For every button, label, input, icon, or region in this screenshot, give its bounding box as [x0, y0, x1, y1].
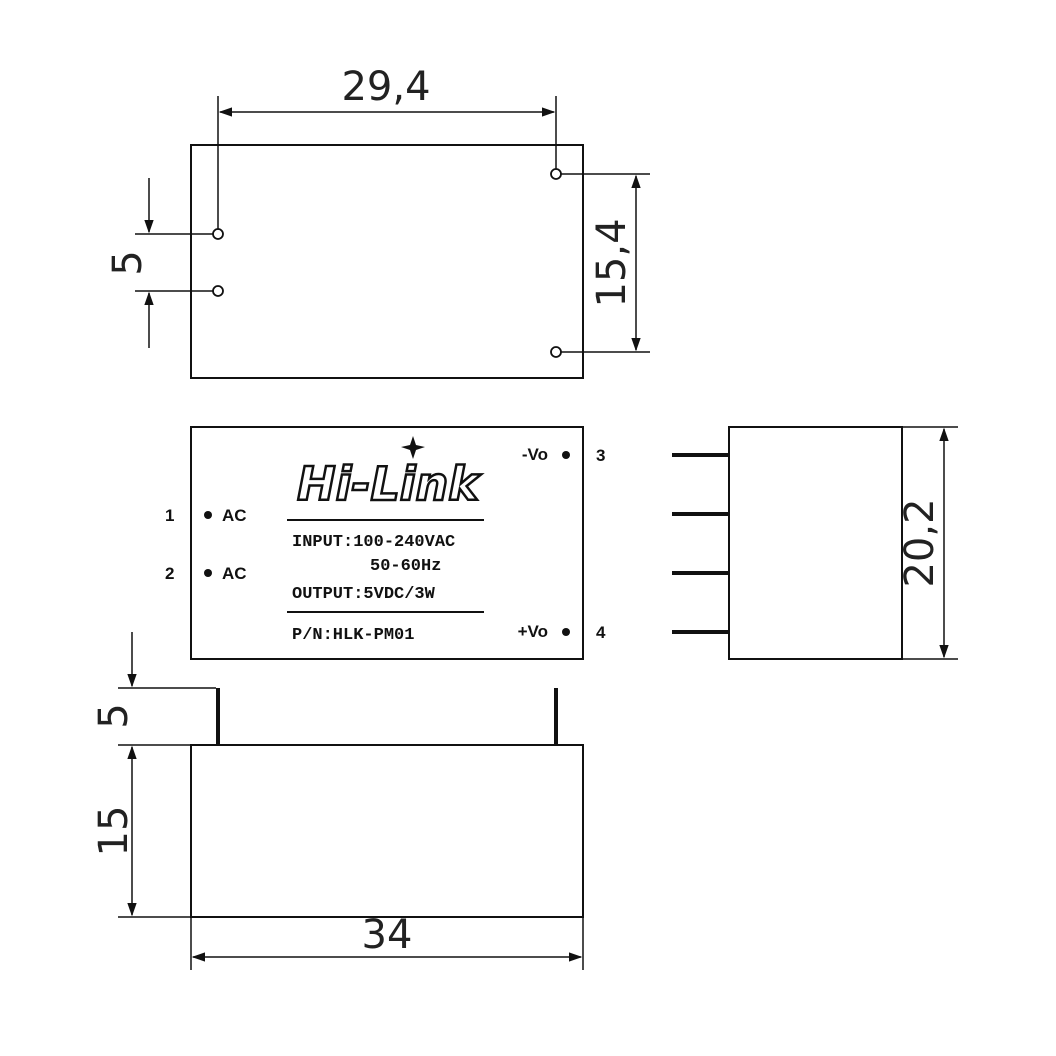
- output-spec-text: OUTPUT:5VDC/3W: [292, 585, 436, 604]
- pin-hole-4: [550, 346, 562, 358]
- dimension-body-length: 34: [190, 912, 584, 970]
- dimension-pin-length-label: 5: [91, 703, 137, 728]
- logo-star-icon: [401, 436, 425, 459]
- pin-marker-2: [204, 569, 212, 577]
- dimension-body-height-label: 15: [91, 806, 137, 857]
- front-view: Hi-Link INPUT:100-240VAC 50-60Hz OUTPUT:…: [165, 426, 606, 660]
- pin-label-1: AC: [222, 506, 247, 525]
- frequency-spec-text: 50-60Hz: [370, 557, 441, 576]
- dimension-body-length-label: 34: [362, 912, 413, 958]
- dimension-side-height-label: 20,2: [897, 498, 943, 587]
- dimension-right-pin-spacing-label: 15,4: [589, 218, 635, 307]
- input-spec-text: INPUT:100-240VAC: [292, 533, 455, 552]
- dimension-side-height: 20,2: [897, 426, 958, 660]
- pin-label-3: -Vo: [522, 445, 548, 464]
- front-view-outline: [190, 426, 584, 660]
- pin-number-2: 2: [165, 564, 174, 583]
- pin-hole-2: [212, 285, 224, 297]
- bottom-view-outline: [190, 744, 584, 918]
- dimension-body-height: 15: [91, 745, 191, 918]
- pin-number-3: 3: [596, 446, 605, 465]
- pin-label-2: AC: [222, 564, 247, 583]
- pin-number-4: 4: [596, 623, 606, 642]
- dimension-right-pin-spacing: 15,4: [561, 173, 650, 353]
- pin-hole-1: [212, 228, 224, 240]
- dimension-top-width: 29,4: [217, 64, 557, 229]
- top-view: 29,4 5 15,4: [105, 64, 650, 379]
- dimension-top-width-label: 29,4: [341, 64, 430, 110]
- pin-hole-3: [550, 168, 562, 180]
- pin-label-4: +Vo: [518, 622, 548, 641]
- pin-number-1: 1: [165, 506, 174, 525]
- pin-marker-1: [204, 511, 212, 519]
- side-view-outline: [728, 426, 903, 660]
- pin-marker-4: [562, 628, 570, 636]
- top-view-outline: [190, 144, 584, 379]
- side-view: 20,2: [672, 426, 958, 660]
- dimension-pin-length: 5: [91, 632, 216, 746]
- pin-marker-3: [562, 451, 570, 459]
- bottom-view: 5 15 34: [91, 632, 584, 970]
- dimension-left-pin-spacing-label: 5: [105, 250, 151, 275]
- part-number-text: P/N:HLK-PM01: [292, 626, 414, 645]
- hi-link-logo: Hi-Link: [297, 457, 481, 511]
- dimension-left-pin-spacing: 5: [105, 178, 213, 348]
